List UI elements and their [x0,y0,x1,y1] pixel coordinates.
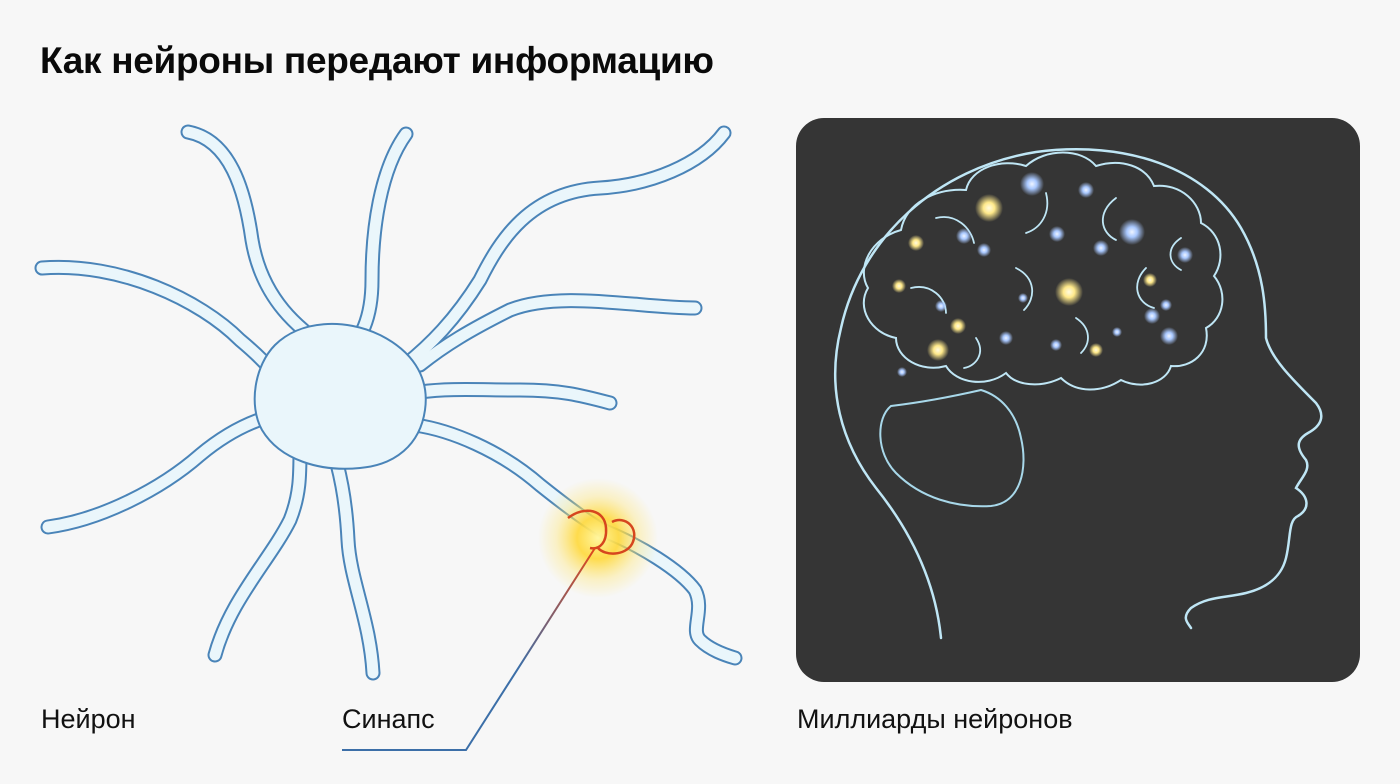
neuron-illustration [34,124,743,751]
synapse-leader-line [342,547,596,751]
brain-outline [862,151,1224,391]
page-title: Как нейроны передают информацию [40,40,714,81]
head-outline [834,148,1323,640]
neuron-sparks [892,172,1193,377]
cerebellum-outline [879,388,1025,508]
neuron-label: Нейрон [41,704,136,734]
synapse-label: Синапс [342,704,435,734]
brain-panel [796,118,1360,682]
billions-label: Миллиарды нейронов [797,704,1073,734]
synapse-contacts [567,509,636,555]
synapse-glow [538,478,658,598]
brain-in-head-illustration [834,148,1323,640]
